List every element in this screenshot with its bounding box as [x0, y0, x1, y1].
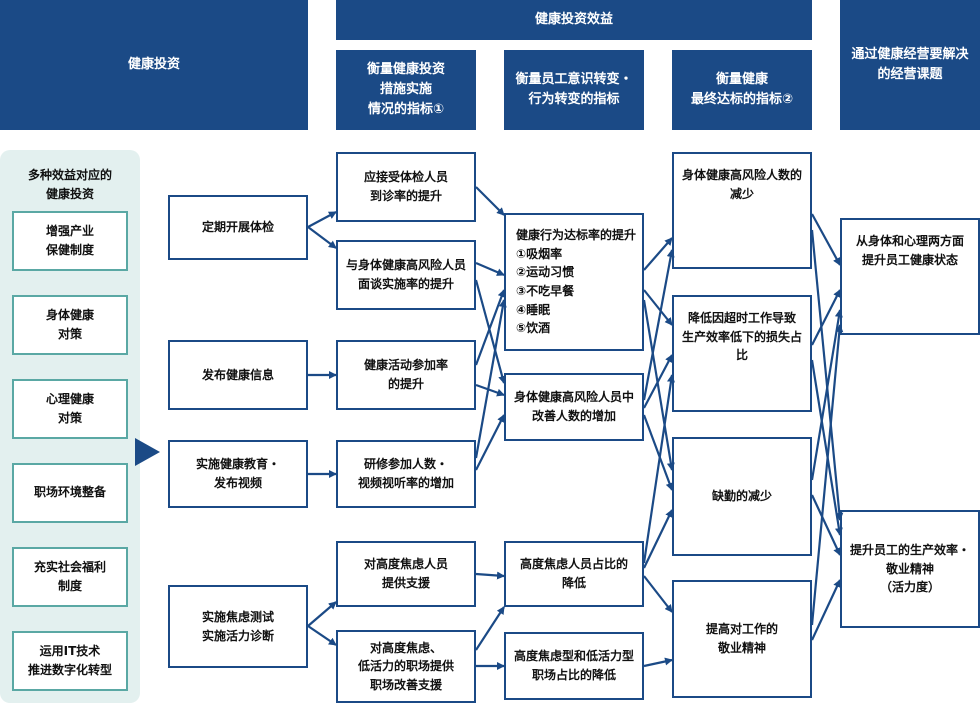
arrow: [811, 494, 841, 556]
arrow: [810, 309, 843, 481]
panel-item-welfare: 充实社会福利 制度: [12, 547, 128, 607]
arrow: [475, 414, 505, 471]
indicator-stress-support: 对高度焦虑人员 提供支援: [336, 541, 476, 607]
arrow: [307, 625, 337, 646]
arrow: [810, 229, 844, 521]
arrow: [474, 279, 507, 384]
arrow: [307, 211, 337, 228]
arrow: [811, 213, 841, 266]
arrow: [475, 261, 505, 277]
arrow: [810, 324, 844, 626]
panel-item-workplace: 职场环境整备: [12, 463, 128, 523]
arrow: [307, 226, 337, 249]
arrow: [643, 657, 673, 668]
header-management-issues: 通过健康经营要解决 的经营课题: [840, 0, 980, 130]
arrow: [643, 575, 673, 613]
panel-title: 多种效益对应的 健康投资: [27, 168, 112, 202]
final-absence: 缺勤的减少: [672, 437, 812, 556]
behavior-anxious-ratio: 高度焦虑人员占比的 降低: [504, 541, 644, 607]
panel-item-digital: 运用IT技术 推进数字化转型: [12, 631, 128, 691]
indicator-interview-rate: 与身体健康高风险人员 面谈实施率的提升: [336, 240, 476, 310]
arrow: [474, 299, 507, 459]
panel-item-occupational-health: 增强产业 保健制度: [12, 211, 128, 271]
panel-item-mental-health: 心理健康 对策: [12, 379, 128, 439]
goal-productivity: 提升员工的生产效率・ 敬业精神 （活力度）: [840, 510, 980, 628]
panel-pointer-arrow: [135, 438, 160, 466]
behavior-low-vitality: 高度焦虑型和低活力型 职场占比的降低: [504, 632, 644, 700]
goal-health-state: 从身体和心理两方面 提升员工健康状态: [840, 218, 980, 335]
measure-checkup: 定期开展体检: [168, 195, 308, 260]
header-indicator-2: 衡量健康 最终达标的指标②: [672, 50, 812, 130]
indicator-workplace-support: 对高度焦虑、 低活力的职场提供 职场改善支援: [336, 630, 476, 703]
indicator-consult-rate: 应接受体检人员 到诊率的提升: [336, 152, 476, 222]
header-health-investment: 健康投资: [0, 0, 308, 130]
final-risk-reduction: 身体健康高风险人数的 减少: [672, 152, 812, 269]
arrow: [642, 249, 675, 401]
arrow: [642, 374, 675, 564]
arrow: [475, 383, 505, 397]
measure-education: 实施健康教育・ 发布视频: [168, 440, 308, 508]
indicator-training: 研修参加人数・ 视频视听率的增加: [336, 440, 476, 508]
measure-stress-test: 实施焦虑测试 实施活力诊断: [168, 585, 308, 668]
final-overtime-loss: 降低因超时工作导致 生产效率低下的损失占比: [672, 295, 812, 412]
header-investment-effects: 健康投资效益: [336, 0, 812, 40]
arrow: [811, 289, 841, 346]
final-engagement: 提高对工作的 敬业精神: [672, 580, 812, 698]
arrow: [643, 237, 673, 271]
arrow: [475, 606, 505, 651]
arrow: [307, 601, 337, 627]
measure-health-info: 发布健康信息: [168, 340, 308, 410]
behavior-improvement: 身体健康高风险人员中 改善人数的增加: [504, 373, 644, 441]
arrow: [643, 509, 673, 569]
header-awareness-indicator: 衡量员工意识转变・ 行为转变的指标: [504, 50, 644, 130]
arrow: [642, 414, 674, 491]
behavior-rate: 健康行为达标率的提升 ①吸烟率 ②运动习惯 ③不吃早餐 ④睡眠 ⑤饮酒: [504, 213, 644, 351]
arrow: [475, 571, 505, 580]
arrow: [642, 299, 675, 471]
arrow: [643, 289, 673, 326]
arrow: [810, 359, 843, 536]
header-indicator-1: 衡量健康投资 措施实施 情况的指标①: [336, 50, 476, 130]
arrow: [643, 354, 673, 409]
arrow: [475, 186, 505, 216]
indicator-activity-rate: 健康活动参加率 的提升: [336, 340, 476, 410]
panel-item-physical-health: 身体健康 对策: [12, 295, 128, 355]
arrow: [811, 579, 841, 641]
